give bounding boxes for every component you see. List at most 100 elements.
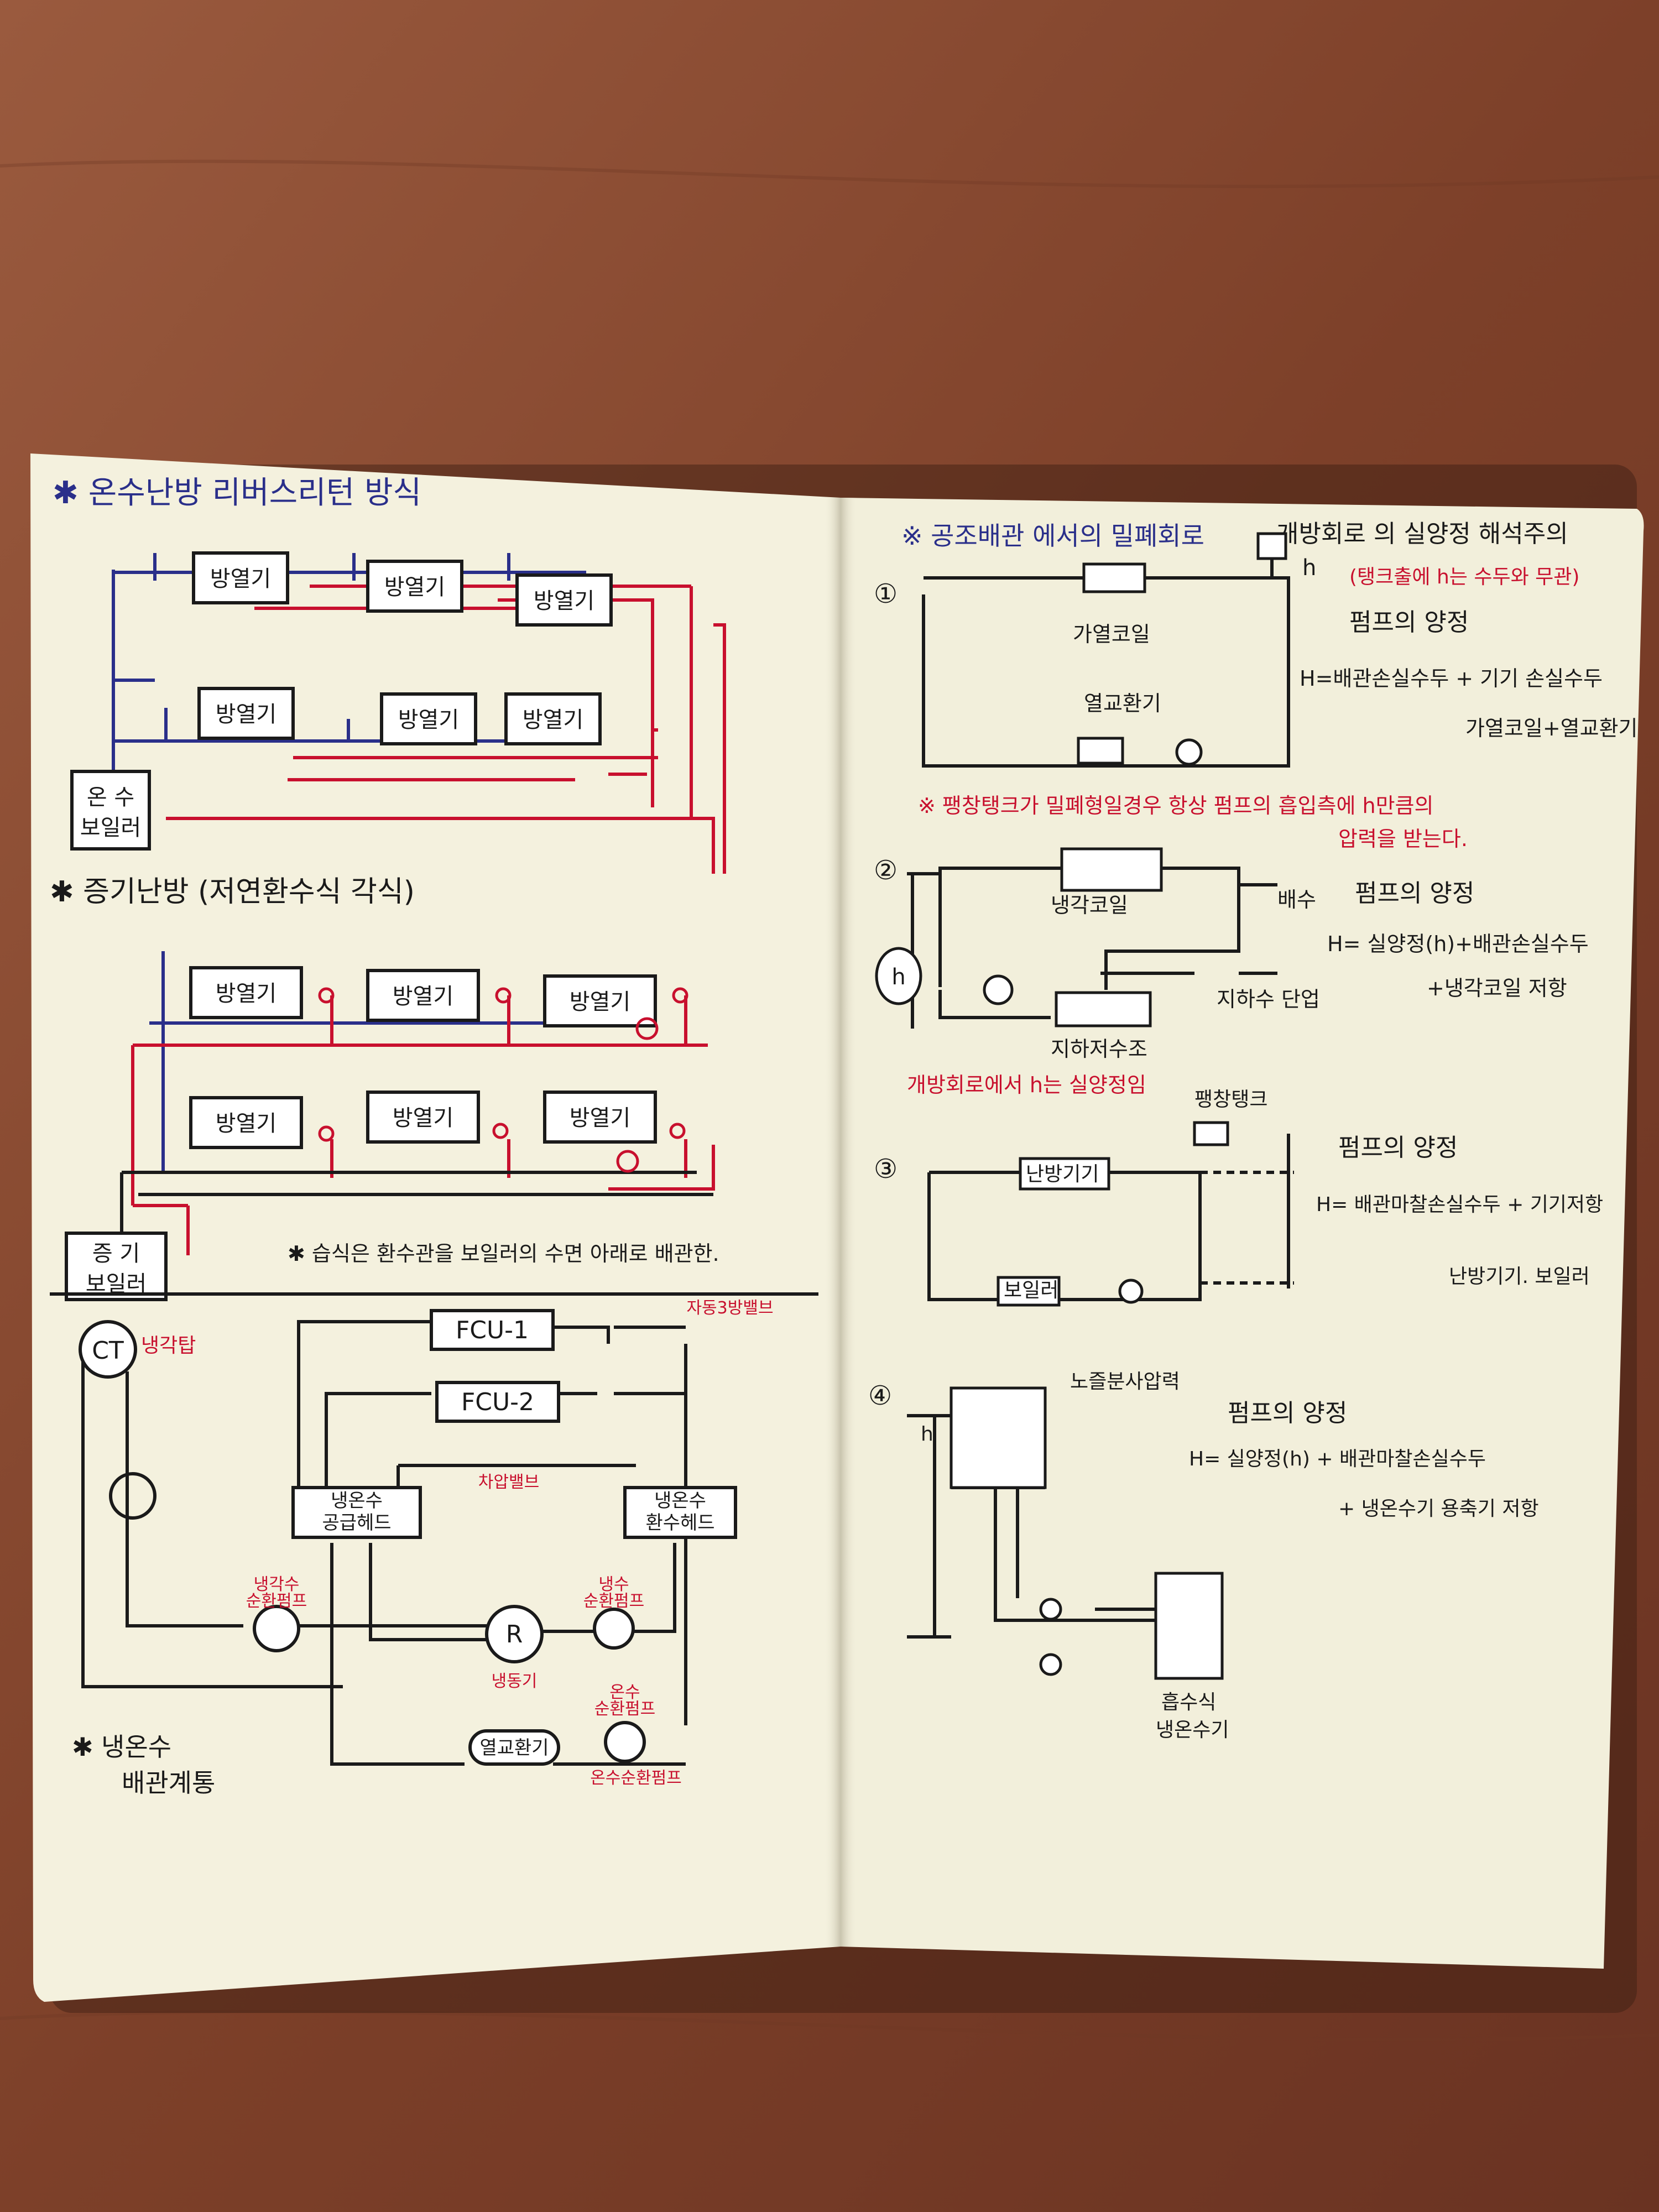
- d2-num: ②: [874, 855, 898, 886]
- d3-formula: H= 배관마찰손실수두 + 기기저항: [1316, 1193, 1603, 1216]
- absorber-chiller: [1154, 1572, 1224, 1680]
- d2-drain-label: 배수: [1277, 888, 1316, 912]
- radiator-label: 방열기: [384, 575, 445, 600]
- boiler: [997, 1276, 1061, 1307]
- radiator-label: 방열기: [210, 566, 271, 592]
- d1-formula2: 가열코일+열교환기: [1465, 716, 1638, 740]
- d2-note: 개방회로에서 h는 실양정임: [907, 1073, 1146, 1097]
- left-page: [30, 453, 841, 2002]
- radiator-label: 방열기: [523, 707, 583, 733]
- supply-header-label: 공급헤드: [322, 1512, 391, 1534]
- radiator-5: [366, 1091, 480, 1144]
- radiator-label: 방열기: [216, 981, 276, 1006]
- d2-formula2: +냉각코일 저항: [1427, 976, 1567, 1000]
- boiler-label: 보일러: [80, 815, 141, 841]
- d4-h: h: [921, 1423, 933, 1446]
- section-reverse-return: ✱ 온수난방 리버스리턴 방식 방열기 방열기 방열기 방열기: [53, 475, 726, 874]
- diagram-3: ③ 팽창탱크 난방기기 보일러 펌프의 양정 H= 배관마찰손실수두 + 기기저…: [874, 1088, 1603, 1307]
- d1-formula: H=배관손실수두 + 기기 손실수두: [1300, 666, 1603, 691]
- d4-absorber-label: 흡수식: [1161, 1691, 1216, 1714]
- steam-boiler: [65, 1232, 168, 1301]
- cooling-coil: [1060, 847, 1163, 892]
- d3-boiler-label: 보일러: [1004, 1279, 1058, 1302]
- d1-note: ※ 팽창탱크가 밀폐형일경우 항상 펌프의 흡입측에 h만큼의: [918, 794, 1433, 818]
- heat-exchanger: [1077, 737, 1124, 765]
- radiator-1: [192, 551, 289, 604]
- return-header-label: 환수헤드: [645, 1512, 714, 1534]
- section3-title: 배관계통: [122, 1768, 215, 1798]
- d4-num: ④: [868, 1380, 892, 1411]
- section-chw-piping: CT 냉각탑 FCU-1 FCU-2 R 냉온수 공급헤드 냉온수 환수헤드 열…: [72, 1298, 774, 1798]
- d4-head-title: 펌프의 양정: [1228, 1399, 1347, 1427]
- boiler-label: 온 수: [87, 785, 134, 810]
- heat-exchanger: [468, 1729, 560, 1766]
- exp-tank: [1256, 532, 1287, 560]
- right-header: ※ 공조배관 에서의 밀폐회로 . 개방회로 의 실양정 해석주의 (탱크출에 …: [901, 520, 1579, 588]
- d3-head-title: 펌프의 양정: [1338, 1134, 1458, 1162]
- radiator-label: 방열기: [398, 707, 459, 733]
- radiator-label: 방열기: [570, 989, 630, 1015]
- hx-label: 열교환기: [479, 1737, 549, 1759]
- d1-head-title: 펌프의 양정: [1349, 608, 1469, 637]
- radiator-4: [197, 687, 295, 740]
- d1-hx-label: 열교환기: [1084, 691, 1161, 716]
- section3-title: ✱ 냉온수: [72, 1732, 171, 1762]
- exp-tank: [1193, 1121, 1229, 1146]
- diff-valve-label: 차압밸브: [478, 1473, 539, 1492]
- d4-pressure-label: 노즐분사압력: [1070, 1370, 1180, 1393]
- d2-formula: H= 실양정(h)+배관손실수두: [1327, 932, 1589, 956]
- title-blue: ※ 공조배관 에서의 밀폐회로: [901, 521, 1204, 551]
- cooling-tower: [950, 1386, 1047, 1489]
- d2-h: h: [891, 964, 905, 990]
- supply-header: [291, 1486, 422, 1539]
- hw-boiler: [70, 770, 151, 851]
- d3-exp-label: 팽창탱크: [1194, 1088, 1267, 1111]
- d1-pump: [1175, 738, 1203, 766]
- radiator-label: 방열기: [216, 702, 276, 727]
- supply-header-label: 냉온수: [331, 1490, 383, 1512]
- d1-num: ①: [874, 578, 898, 609]
- d1-coil-label: 가열코일: [1073, 622, 1150, 646]
- heating-coil: [1082, 562, 1146, 593]
- radiator-1: [189, 966, 303, 1019]
- steam-note: ✱ 습식은 환수관을 보일러의 수면 아래로 배관한.: [288, 1241, 719, 1266]
- ct-name: 냉각탑: [141, 1334, 196, 1357]
- diagram-2: ② 냉각코일 배수 지하수 단업 지하저수조 펌프의 양정 H= 실양정(h)+…: [874, 847, 1589, 1097]
- radiator-2: [366, 560, 463, 613]
- cw-pump-label: 순환펌프: [246, 1592, 307, 1611]
- cooling-tower: [79, 1320, 137, 1379]
- fcu-1: [430, 1309, 555, 1351]
- return-header: [623, 1486, 737, 1539]
- cooling-tower-fan-icon: [109, 1472, 156, 1520]
- d2-coil-label: 냉각코일: [1051, 893, 1128, 917]
- chw-pump-label: 순환펌프: [583, 1592, 644, 1611]
- hw-pump: [604, 1721, 646, 1763]
- fcu2-label: FCU-2: [461, 1388, 534, 1416]
- chiller-label: 냉동기: [492, 1672, 538, 1691]
- radiator-6: [543, 1091, 657, 1144]
- radiator-label: 방열기: [393, 1105, 453, 1131]
- radiator-2: [366, 969, 480, 1022]
- d3-pump: [1118, 1279, 1144, 1304]
- d3-unit-label: 난방기기: [1026, 1163, 1099, 1186]
- radiator-label: 방열기: [534, 588, 594, 614]
- ct-label: CT: [92, 1337, 124, 1365]
- cw-pump: [253, 1605, 300, 1652]
- right-page: [841, 498, 1644, 1969]
- hw-pump-label: 온수: [609, 1683, 640, 1702]
- chw-pump-label: 냉수: [598, 1575, 629, 1594]
- radiator-label: 방열기: [570, 1105, 630, 1131]
- radiator-label: 방열기: [393, 984, 453, 1009]
- d4-formula: H= 실양정(h) + 배관마찰손실수두: [1189, 1448, 1486, 1470]
- diagram-1: ① h 가열코일 열교환기 펌프의 양정 H=배관손실수두 + 기기 손실수두 …: [874, 532, 1638, 851]
- d2-tank-label: 지하저수조: [1051, 1037, 1147, 1061]
- chiller-letter: R: [506, 1620, 523, 1648]
- d1-h: h: [1302, 555, 1316, 581]
- radiator-label: 방열기: [216, 1111, 276, 1136]
- d4-absorber-label: 냉온수기: [1156, 1719, 1229, 1741]
- radiator-5: [380, 692, 477, 745]
- fcu1-label: FCU-1: [456, 1316, 529, 1344]
- return-header-label: 냉온수: [654, 1490, 706, 1512]
- underground-tank: [1055, 991, 1152, 1027]
